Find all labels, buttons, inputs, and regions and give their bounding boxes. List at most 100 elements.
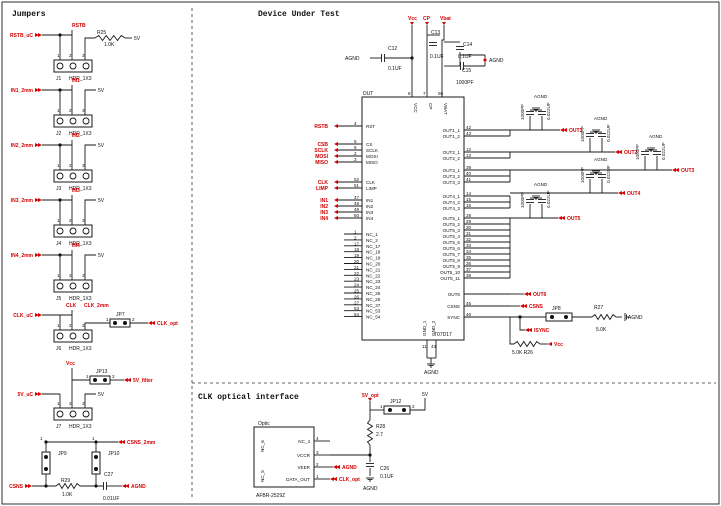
dut-net-label: MOSI [315,154,328,160]
supply-label: 5V [98,198,105,204]
jumper-jp8-body [545,312,573,322]
net-flag-side: IN1_2mm [11,88,42,94]
net-flag-arrow [35,253,39,257]
pin-number: 31 [466,231,472,236]
header-part: HDR_1X3 [69,346,92,352]
net-flag-arrow [618,191,622,195]
net-flag-arrow [333,477,337,481]
capacitor-value: 1000PF [635,144,640,160]
pin-name: NC_17 [366,244,381,249]
pin-name: NC_23 [366,279,381,284]
agnd-label: AGND [649,134,663,139]
capacitor-value: 0.01UF [103,496,119,502]
capacitor-0022uf [653,151,661,155]
pin-name: OUT5_10 [440,270,460,275]
header-pin [56,172,64,180]
ground-symbol [624,313,629,321]
supply-label: 5V [422,392,429,398]
pin-name: NC_53 [366,309,381,314]
pin-name: MOSI [366,154,378,159]
pin-name: CLK [366,180,376,185]
pin-name: OUT3_1 [443,168,461,173]
wire [84,254,96,280]
pin-name: OUT5_1 [443,216,461,221]
capacitor-0022uf [538,111,546,115]
pin-name: NC_26 [366,297,381,302]
dut-net-label: IN3 [320,210,328,216]
net-flag-arrow [35,198,39,202]
ground-symbol [592,129,600,134]
pin-number: 49 [354,207,360,212]
jumper-pin [94,455,98,459]
ground-symbol [427,363,435,368]
pin-number: 3 [316,450,319,455]
net-flag-arrow [122,484,126,488]
ground-symbol [532,195,540,200]
pin-number: 54 [354,312,360,317]
pin-header-j4 [53,224,93,238]
net-flag-arrow [334,210,338,214]
pin-name: OUT6 [448,292,461,297]
capacitor-value: 1000PF [456,80,474,86]
capacitor-c13 [429,42,437,46]
header-pin [56,332,64,340]
net-flag-side: IN3_2mm [11,198,42,204]
net-label: CSNS [9,484,24,490]
net-label-top: IN3 [72,188,80,194]
header-ref: J1 [56,76,62,82]
jumper-pin [123,321,127,325]
pin-number: 1 [92,436,95,441]
net-flag-arrow [524,292,528,296]
pin-number: 4 [316,436,319,441]
wire [84,322,110,330]
dut-net-label: LIMP [316,186,329,192]
net-label: CSNS [529,304,544,310]
net-label-top: Vcc [66,361,75,367]
pin-number: 5 [354,139,357,144]
net-flag-arrow [560,128,564,132]
optic-part-number: AFBR-2529Z [256,493,285,499]
pin-name: IN4 [366,216,374,221]
pin-number: 50 [354,213,360,218]
pin-number: 28 [466,213,472,218]
junction-dot [410,56,414,60]
net-flag-5v-filter: 5V_filter [124,378,153,384]
agnd-label: AGND [628,315,643,321]
wire [519,317,525,331]
pin-name: IN2 [366,204,374,209]
pin-name: OUT5_7 [443,252,461,257]
capacitor-ref: C14 [463,42,472,48]
capacitor-value: 0.1UF [388,66,402,72]
junction-dot [44,440,48,444]
jumper-pin [103,378,107,382]
junction-dot [58,33,62,37]
jumper-ref: JP12 [390,399,402,405]
optic-receiver-body [253,426,315,488]
supply-net-label: Vcc [408,16,417,22]
header-part: HDR_1X3 [69,241,92,247]
net-label: CLK_opt [157,321,178,327]
pin-number: 3 [354,157,357,162]
dut-section-title: Device Under Test [258,10,340,19]
supply-arrow [425,22,429,25]
dut-net-label: IN2 [320,204,328,210]
agnd-label: AGND [594,157,608,162]
jumper-ref: JP9 [58,451,67,457]
pin-number: 3 [82,53,85,58]
jumper-ref: JP10 [108,451,120,457]
pin-number: 37 [466,267,472,272]
jumper-pin [564,315,568,319]
pin-name: NC_27 [366,303,381,308]
header-pin [69,62,77,70]
wire [84,37,95,60]
net-flag-clk-opt: CLK_opt [148,321,178,327]
agnd-label: AGND [345,56,360,62]
jumpers-section-title: Jumpers [12,10,46,19]
